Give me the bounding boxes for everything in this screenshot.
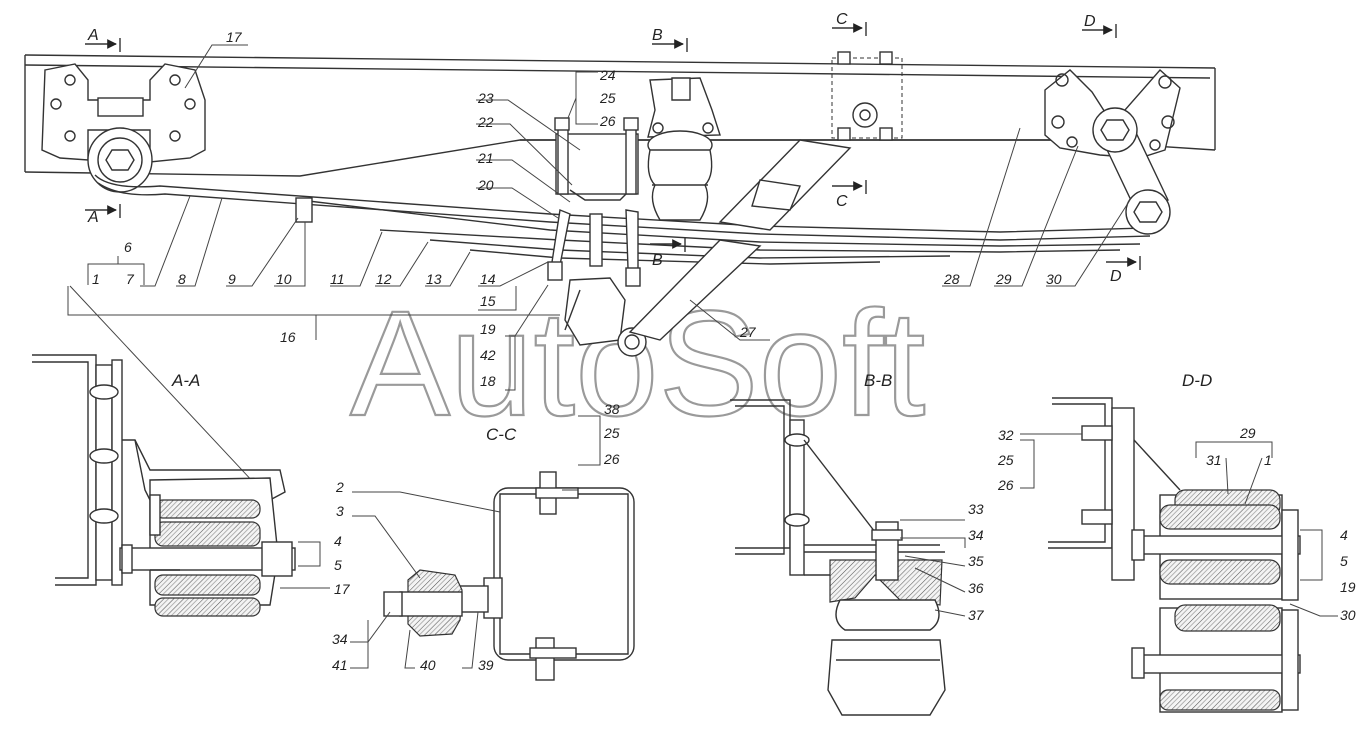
watermark: AutoSoft <box>350 279 925 447</box>
callout-8: 8 <box>178 271 186 287</box>
callout-cc-25: 25 <box>603 425 620 441</box>
front-spring-bracket <box>41 63 206 193</box>
callout-cc-26: 26 <box>603 451 620 467</box>
section-markers: A A B B C C D D <box>85 11 1141 285</box>
view-title-dd: D-D <box>1182 371 1212 390</box>
callout-dd-5: 5 <box>1340 553 1348 569</box>
callout-bb-35: 35 <box>968 553 984 569</box>
section-mark-a-bottom: A <box>87 209 99 226</box>
callout-1: 1 <box>92 271 100 287</box>
callout-42: 42 <box>480 347 496 363</box>
callout-26: 26 <box>599 113 616 129</box>
callout-19: 19 <box>480 321 496 337</box>
callout-29: 29 <box>995 271 1012 287</box>
view-title-bb: B-B <box>864 371 892 390</box>
callout-dd-32: 32 <box>998 427 1014 443</box>
section-mark-c-top: C <box>836 11 848 28</box>
callout-dd-19: 19 <box>1340 579 1356 595</box>
callout-cc-3: 3 <box>336 503 344 519</box>
section-mark-a-top: A <box>87 27 99 44</box>
callout-21: 21 <box>477 150 494 166</box>
callout-11: 11 <box>330 271 345 287</box>
callout-aa-17: 17 <box>334 581 351 597</box>
air-spring <box>647 77 721 221</box>
callout-6: 6 <box>124 239 132 255</box>
callout-bb-37: 37 <box>968 607 985 623</box>
callout-23: 23 <box>477 90 494 106</box>
callout-cc-40: 40 <box>420 657 436 673</box>
callout-cc-41: 41 <box>332 657 348 673</box>
callout-16: 16 <box>280 329 296 345</box>
callout-27: 27 <box>739 324 757 340</box>
callout-30: 30 <box>1046 271 1062 287</box>
callout-22: 22 <box>477 114 494 130</box>
callout-bb-33: 33 <box>968 501 984 517</box>
callout-25: 25 <box>599 90 616 106</box>
callout-9: 9 <box>228 271 236 287</box>
callout-15: 15 <box>480 293 496 309</box>
callout-dd-29: 29 <box>1239 425 1256 441</box>
section-mark-d-bottom: D <box>1110 268 1122 285</box>
view-cc: 38 25 26 2 3 34 41 40 39 <box>332 401 635 681</box>
callout-cc-2: 2 <box>335 479 344 495</box>
callout-cc-39: 39 <box>478 657 494 673</box>
callout-cc-34: 34 <box>332 631 348 647</box>
shock-absorber <box>628 139 852 341</box>
callout-24: 24 <box>599 67 616 83</box>
callout-12: 12 <box>376 271 392 287</box>
section-mark-b-top: B <box>652 27 663 44</box>
callout-bb-34: 34 <box>968 527 984 543</box>
callout-dd-1: 1 <box>1264 452 1272 468</box>
callout-dd-4: 4 <box>1340 527 1348 543</box>
view-bb: 33 34 35 36 37 <box>730 399 985 716</box>
view-dd: 32 25 26 29 31 1 4 5 19 30 <box>997 397 1356 713</box>
callout-18: 18 <box>480 373 496 389</box>
leaf-spring <box>94 174 1151 265</box>
callout-dd-30: 30 <box>1340 607 1356 623</box>
main-callouts: 17 6 1 7 8 9 10 11 12 13 14 15 16 19 42 … <box>67 29 1131 501</box>
section-mark-c-bottom: C <box>836 193 848 210</box>
crossmember-bracket <box>831 51 903 141</box>
callout-aa-5: 5 <box>334 557 342 573</box>
callout-20: 20 <box>477 177 494 193</box>
callout-bb-36: 36 <box>968 580 984 596</box>
callout-28: 28 <box>943 271 960 287</box>
callout-7: 7 <box>126 271 135 287</box>
rear-shackle <box>1044 69 1181 235</box>
callout-aa-4: 4 <box>334 533 342 549</box>
view-title-cc: C-C <box>486 425 517 444</box>
view-aa: 4 5 17 <box>32 354 351 617</box>
callout-10: 10 <box>276 271 292 287</box>
callout-dd-31: 31 <box>1206 452 1222 468</box>
section-mark-d-top: D <box>1084 13 1096 30</box>
callout-dd-25: 25 <box>997 452 1014 468</box>
view-title-aa: A-A <box>171 371 200 390</box>
callout-13: 13 <box>426 271 442 287</box>
section-mark-b-bottom: B <box>652 252 663 269</box>
callout-14: 14 <box>480 271 496 287</box>
callout-cc-38: 38 <box>604 401 620 417</box>
callout-17: 17 <box>226 29 243 45</box>
callout-dd-26: 26 <box>997 477 1014 493</box>
